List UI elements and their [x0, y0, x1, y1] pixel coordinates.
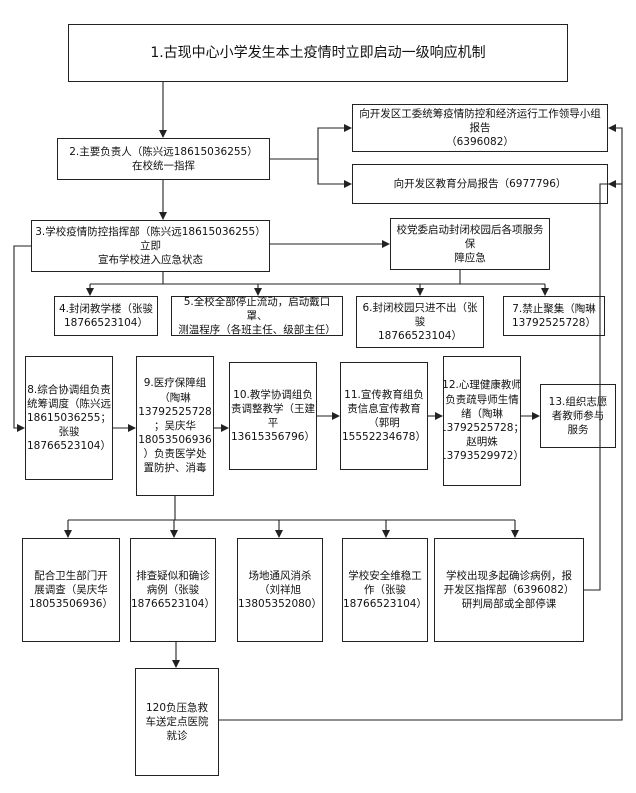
node-safety-stability: 学校安全维稳工 作（张骏 18766523104）	[342, 538, 428, 642]
node-report-education-bureau: 向开发区教育分局报告（6977796）	[352, 164, 608, 204]
node-group-12: 12.心理健康教师 负责疏导师生情 绪（陶琳 13792525728； 赵明姝 …	[443, 356, 521, 486]
node-group-11: 11.宣传教育组负 责信息宣传教育 （郭明 15552234678）	[340, 362, 428, 470]
node-principal: 2.主要负责人（陈兴远18615036255） 在校统一指挥	[57, 138, 270, 180]
node-step-7: 7.禁止聚集（陶琳 13792525728）	[503, 296, 605, 336]
node-cooperate-investigation: 配合卫生部门开 展调查（吴庆华 18053506936）	[22, 538, 120, 642]
node-ambulance: 120负压急救 车送定点医院 就诊	[135, 668, 219, 776]
node-command-center: 3.学校疫情防控指挥部（陈兴远18615036255）立即 宣布学校进入应急状态	[31, 220, 270, 272]
node-group-13: 13.组织志愿 者教师参与 服务	[540, 384, 616, 448]
node-step-4: 4.封闭教学楼（张骏 18766523104）	[54, 296, 158, 336]
node-group-8: 8.综合协调组负责 统筹调度（陈兴远 18615036255； 张骏 18766…	[25, 356, 113, 480]
node-ventilation-disinfection: 场地通风消杀 （刘祥旭 13805352080）	[237, 538, 323, 642]
node-report-committee: 向开发区工委统筹疫情防控和经济运行工作领导小组报告 （6396082）	[352, 104, 608, 152]
node-group-9: 9.医疗保障组 （陶琳 13792525728 ；吴庆华 18053506936…	[136, 356, 214, 496]
node-screen-cases: 排查疑似和确诊 病例（张骏 18766523104）	[130, 538, 216, 642]
node-step-6: 6.封闭校园只进不出（张骏 18766523104）	[356, 296, 484, 348]
node-group-10: 10.教学协调组负 责调整教学（王建 平 13615356796）	[229, 362, 317, 470]
node-suspend-classes: 学校出现多起确诊病例，报 开发区指挥部（6396082） 研判局部或全部停课	[434, 538, 584, 642]
node-party-committee: 校党委启动封闭校园后各项服务保 障应急	[390, 218, 550, 270]
node-step-5: 5.全校全部停止流动，启动戴口罩、 测温程序（各班主任、级部主任）	[171, 296, 343, 336]
node-start: 1.古现中心小学发生本土疫情时立即启动一级响应机制	[68, 24, 568, 82]
